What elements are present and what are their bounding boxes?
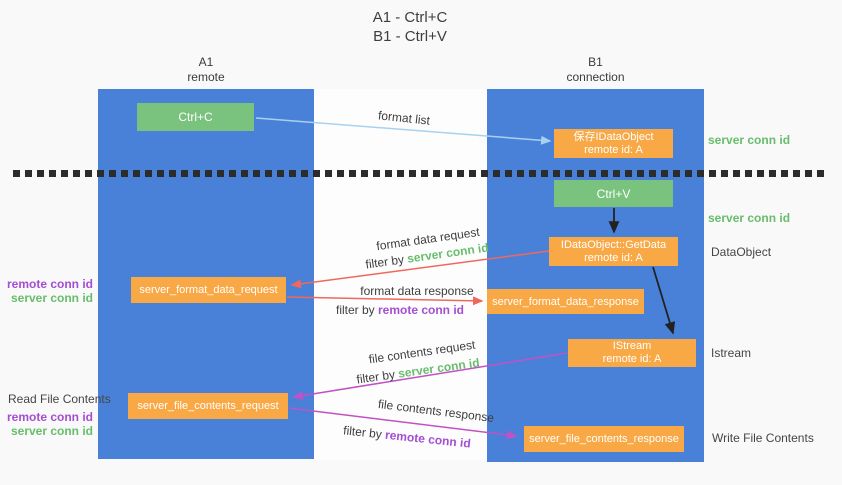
node-ctrl-c: Ctrl+C bbox=[137, 103, 254, 131]
annotation-remote-conn-id-1: remote conn id bbox=[6, 277, 93, 291]
node-server-file-contents-response-label: server_file_contents_response bbox=[529, 433, 679, 445]
node-idataobject-getdata-line1: IDataObject::GetData bbox=[560, 238, 667, 251]
node-server-format-data-request-label: server_format_data_request bbox=[139, 284, 278, 296]
node-istream-line2: remote id: A bbox=[602, 353, 662, 365]
annotation-server-conn-id-left-2: server conn id bbox=[10, 424, 93, 438]
diagram-title-line2: B1 - Ctrl+V bbox=[373, 28, 447, 45]
node-server-file-contents-response: server_file_contents_response bbox=[524, 426, 684, 452]
node-idataobject-getdata-line2: remote id: A bbox=[584, 251, 643, 264]
node-istream-line1: IStream bbox=[612, 340, 652, 352]
node-ctrl-c-label: Ctrl+C bbox=[178, 110, 213, 124]
annotation-server-conn-id-left-1: server conn id bbox=[10, 291, 93, 305]
diagram-title-line1: A1 - Ctrl+C bbox=[372, 9, 448, 26]
node-ctrl-v-label: Ctrl+V bbox=[596, 186, 631, 201]
lane-header-b1: B1 connection bbox=[487, 55, 704, 85]
node-save-idataobject-line2: remote id: A bbox=[584, 143, 643, 156]
edge-label-filter-by-remote-conn-id-1: filter by remote conn id bbox=[336, 303, 464, 317]
lane-a1-role: remote bbox=[187, 70, 225, 84]
lane-b1-role: connection bbox=[566, 70, 625, 84]
node-idataobject-getdata: IDataObject::GetData remote id: A bbox=[549, 237, 678, 266]
annotation-server-conn-id-mid: server conn id bbox=[708, 211, 791, 225]
annotation-remote-conn-id-2: remote conn id bbox=[6, 410, 93, 424]
node-server-format-data-response: server_format_data_response bbox=[487, 289, 644, 314]
annotation-istream: Istream bbox=[711, 346, 752, 360]
filter-key-remote-conn-id: remote conn id bbox=[378, 303, 465, 317]
annotation-server-conn-id-top: server conn id bbox=[708, 133, 791, 147]
diagram-title: A1 - Ctrl+C B1 - Ctrl+V bbox=[0, 8, 820, 46]
node-server-file-contents-request: server_file_contents_request bbox=[128, 393, 288, 419]
node-save-idataobject: 保存IDataObject remote id: A bbox=[554, 129, 673, 158]
edge-label-format-data-response: format data response bbox=[360, 284, 474, 298]
annotation-write-file-contents: Write File Contents bbox=[712, 431, 814, 445]
lane-b1-name: B1 bbox=[588, 55, 603, 69]
node-server-format-data-request: server_format_data_request bbox=[131, 277, 286, 303]
annotation-read-file-contents: Read File Contents bbox=[8, 392, 111, 406]
node-save-idataobject-line1: 保存IDataObject bbox=[573, 130, 654, 143]
filter-prefix: filter by bbox=[335, 303, 378, 317]
lane-header-a1: A1 remote bbox=[98, 55, 314, 85]
phase-separator-dashed-line bbox=[13, 170, 825, 177]
node-istream: IStream remote id: A bbox=[568, 339, 696, 367]
lane-a1-name: A1 bbox=[198, 55, 214, 69]
node-ctrl-v: Ctrl+V bbox=[554, 180, 673, 207]
node-server-format-data-response-label: server_format_data_response bbox=[492, 295, 639, 308]
node-server-file-contents-request-label: server_file_contents_request bbox=[137, 400, 279, 412]
annotation-dataobject: DataObject bbox=[711, 245, 772, 259]
